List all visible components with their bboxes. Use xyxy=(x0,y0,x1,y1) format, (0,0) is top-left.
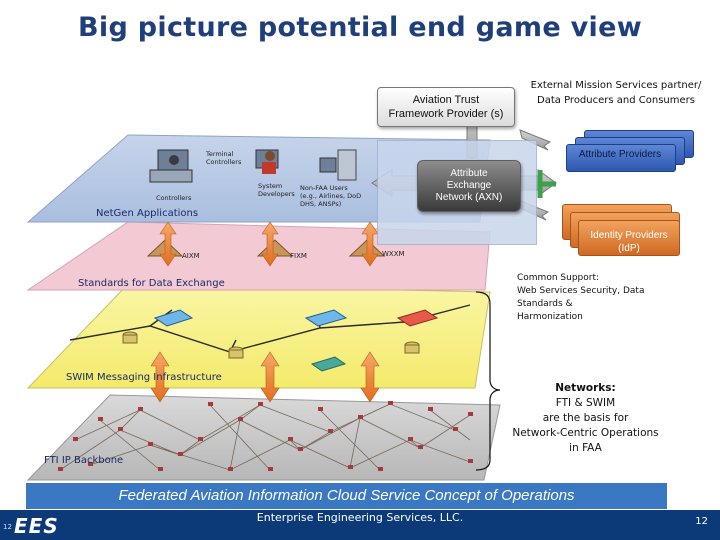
nextgen-layer-label: NetGen Applications xyxy=(96,208,199,219)
standards-layer-label: Standards for Data Exchange xyxy=(78,278,225,289)
slide-title: Big picture potential end game view xyxy=(78,12,642,43)
identity-providers-label: Identity Providers (IdP) xyxy=(582,229,676,255)
networks-line5: in FAA xyxy=(569,442,602,454)
common-support-text: Common Support: Web Services Security, D… xyxy=(517,272,677,324)
trust-framework-line1: Aviation Trust xyxy=(412,94,480,106)
attribute-provider-card-front xyxy=(566,144,676,172)
non-faa-users-line1: Non-FAA Users xyxy=(300,184,348,192)
fti-layer-label: FTI IP Backbone xyxy=(44,455,124,466)
non-faa-users-label: Non-FAA Users (e.g., Airlines, DoD DHS, … xyxy=(300,184,361,208)
footer-bar xyxy=(0,510,720,540)
common-support-line2: Web Services Security, Data xyxy=(517,286,645,296)
identity-providers-line1: Identity Providers xyxy=(590,230,668,241)
system-developers-label: System Developers xyxy=(258,182,295,198)
ees-logo: EES xyxy=(14,514,59,538)
networks-bracket xyxy=(475,291,501,471)
terminal-controllers-line2: Controllers xyxy=(206,158,242,166)
fti-layer xyxy=(26,394,501,481)
protocol-aixm-label: AIXM xyxy=(182,252,200,260)
common-support-line4: Harmonization xyxy=(517,312,583,322)
external-partners-caption: External Mission Services partner/ Data … xyxy=(520,78,712,108)
protocol-wxxm-label: WXXM xyxy=(382,250,405,258)
networks-line2: FTI & SWIM xyxy=(555,397,616,409)
page-number: 12 xyxy=(695,516,708,527)
concept-banner: Federated Aviation Information Cloud Ser… xyxy=(26,483,667,509)
networks-text: Networks: FTI & SWIM are the basis for N… xyxy=(498,381,673,456)
networks-line3: are the basis for xyxy=(542,412,629,424)
page-number-left: 12 xyxy=(3,523,12,531)
networks-line4: Network-Centric Operations xyxy=(512,427,659,439)
axn-line1: Attribute xyxy=(450,168,488,179)
networks-line1: Networks: xyxy=(555,382,616,394)
system-developers-line2: Developers xyxy=(258,190,295,198)
common-support-line1: Common Support: xyxy=(517,273,600,283)
terminal-controllers-label: Terminal Controllers xyxy=(206,150,241,166)
external-partners-line1: External Mission Services partner/ xyxy=(530,80,702,91)
identity-providers-line2: (IdP) xyxy=(618,243,640,254)
swim-layer-label: SWIM Messaging Infrastructure xyxy=(66,372,222,383)
nextgen-layer xyxy=(26,134,491,223)
controllers-label: Controllers xyxy=(156,194,192,202)
terminal-controllers-line1: Terminal xyxy=(206,150,234,158)
identity-provider-card-front xyxy=(578,220,680,256)
non-faa-users-line3: DHS, ANSPs) xyxy=(300,200,342,208)
system-developers-line1: System xyxy=(258,182,283,190)
axn-line2: Exchange xyxy=(446,180,492,191)
swim-nodes xyxy=(122,309,439,372)
trust-framework-provider-box: Aviation Trust Framework Provider (s) xyxy=(377,87,515,127)
attribute-providers-label: Attribute Providers xyxy=(578,149,662,160)
non-faa-users-line2: (e.g., Airlines, DoD xyxy=(300,192,362,200)
common-support-line3: Standards & xyxy=(517,299,573,309)
protocol-fixm-label: FIXM xyxy=(290,252,307,260)
axn-box: Attribute Exchange Network (AXN) xyxy=(417,160,521,212)
layer-arrows xyxy=(150,221,380,403)
axn-line3: Network (AXN) xyxy=(435,192,503,203)
trust-framework-line2: Framework Provider (s) xyxy=(388,108,504,120)
external-partners-line2: Data Producers and Consumers xyxy=(537,95,695,106)
company-name: Enterprise Engineering Services, LLC. xyxy=(256,511,464,524)
